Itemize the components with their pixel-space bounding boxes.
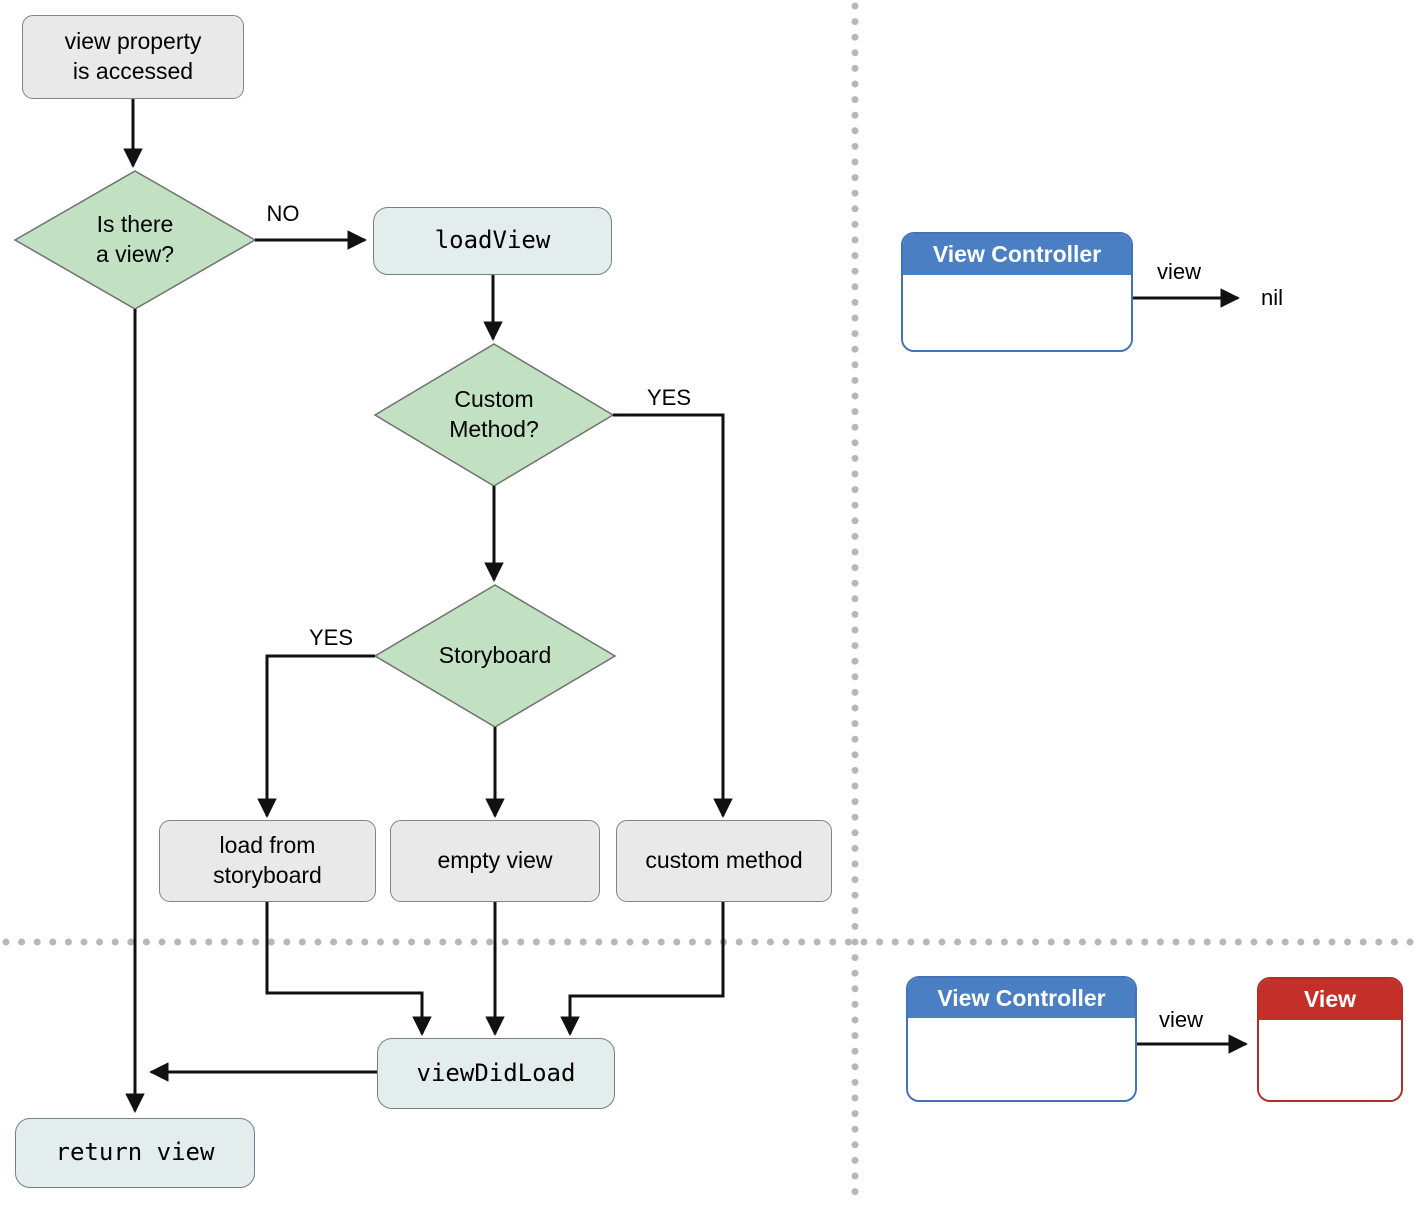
decision-is-there-a-view-label: Is there a view? bbox=[96, 211, 174, 267]
edge-label-view-top: view bbox=[1156, 259, 1201, 284]
decision-custom-method-label: Custom Method? bbox=[449, 386, 539, 442]
edge-label-yes-storyboard: YES bbox=[308, 625, 354, 650]
edge-label-view-bottom: view bbox=[1158, 1007, 1203, 1032]
view-card: View bbox=[1257, 977, 1403, 1102]
node-empty-view: empty view bbox=[390, 820, 600, 902]
node-loadview: loadView bbox=[373, 207, 612, 275]
view-controller-card-top-title: View Controller bbox=[903, 234, 1131, 275]
edge-load-from-storyboard-to-viewdidload bbox=[265, 902, 432, 1036]
view-card-title: View bbox=[1259, 979, 1401, 1020]
node-viewdidload: viewDidLoad bbox=[377, 1038, 615, 1109]
view-controller-card-bottom-body bbox=[908, 1018, 1135, 1100]
edge-label-yes-custom: YES bbox=[646, 385, 692, 410]
node-load-from-storyboard: load from storyboard bbox=[159, 820, 376, 902]
node-view-property-accessed: view property is accessed bbox=[22, 15, 244, 99]
view-card-body bbox=[1259, 1020, 1401, 1100]
view-controller-card-bottom: View Controller bbox=[906, 976, 1137, 1102]
node-return-view: return view bbox=[15, 1118, 255, 1188]
edge-custom-method-to-viewdidload bbox=[560, 902, 725, 1036]
edge-label-no: NO bbox=[266, 201, 300, 226]
view-controller-card-top: View Controller bbox=[901, 232, 1133, 352]
node-custom-method: custom method bbox=[616, 820, 832, 902]
decision-storyboard-label: Storyboard bbox=[438, 642, 552, 669]
edge-yes-to-custom-method bbox=[613, 413, 733, 818]
view-controller-card-top-body bbox=[903, 275, 1131, 350]
view-controller-card-bottom-title: View Controller bbox=[908, 978, 1135, 1018]
edge-yes-to-load-from-storyboard bbox=[257, 654, 375, 818]
nil-label: nil bbox=[1260, 285, 1283, 310]
